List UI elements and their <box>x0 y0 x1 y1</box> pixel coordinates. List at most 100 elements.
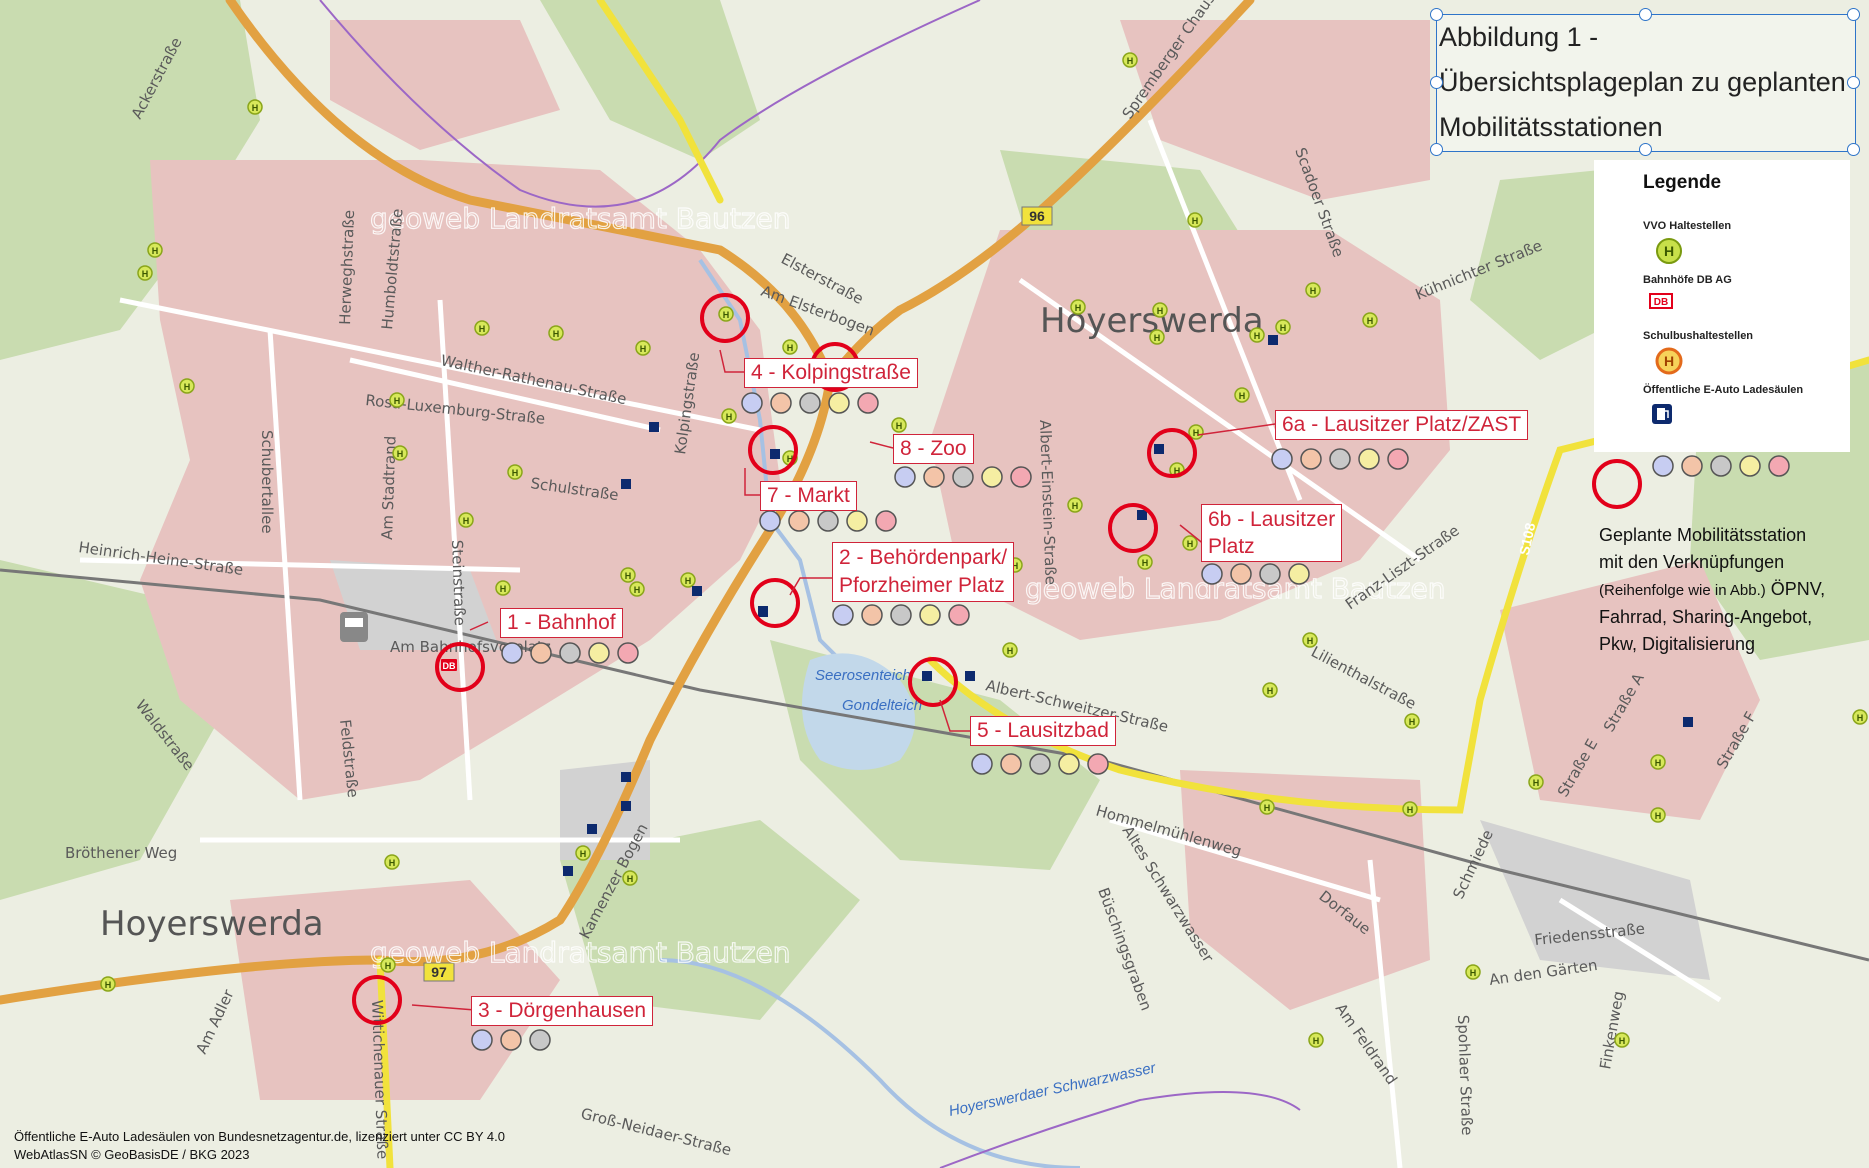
svg-text:H: H <box>1664 243 1674 259</box>
connection-dot <box>1710 455 1732 477</box>
connection-dot <box>1271 448 1293 470</box>
vvo-stop-icon: H <box>680 572 696 588</box>
vvo-stop-icon: H <box>147 242 163 258</box>
vvo-stop-icon: H <box>247 99 263 115</box>
resize-handle[interactable] <box>1430 76 1443 89</box>
district-boundary-south <box>939 1091 1301 1168</box>
attribution-line: Öffentliche E-Auto Ladesäulen von Bundes… <box>14 1129 505 1144</box>
figure-title-box[interactable]: Abbildung 1 - Übersichtsplageplan zu gep… <box>1430 8 1860 156</box>
station-label-lausitzbad[interactable]: 5 - Lausitzbad <box>970 716 1116 746</box>
resize-handle[interactable] <box>1639 8 1652 21</box>
vvo-stop-icon: H <box>1182 535 1198 551</box>
vvo-stop-icon: H <box>507 464 523 480</box>
figure-title: Abbildung 1 - Übersichtsplageplan zu gep… <box>1437 15 1846 150</box>
legend-label-vvo: VVO Haltestellen <box>1643 220 1732 232</box>
connection-dot <box>788 510 810 532</box>
vvo-stop-icon: H <box>782 339 798 355</box>
connection-dot <box>500 1029 522 1051</box>
vvo-stop-icon: H <box>629 581 645 597</box>
connection-dot <box>1010 466 1032 488</box>
street-label: Steinstraße <box>448 540 469 627</box>
svg-text:H: H <box>1409 717 1416 727</box>
charging-station-icon <box>587 824 597 834</box>
station-label-lausitzer-platz[interactable]: 6b - Lausitzer Platz <box>1201 504 1343 562</box>
street-label: Spohlaer Straße <box>1454 1015 1476 1136</box>
street-label: Schubertallee <box>258 430 276 534</box>
connection-dot <box>948 604 970 626</box>
vvo-stop-icon: H <box>1249 327 1265 343</box>
connection-dot <box>828 392 850 414</box>
svg-text:H: H <box>896 421 903 431</box>
connection-dot <box>875 510 897 532</box>
station-label-bahnhof[interactable]: 1 - Bahnhof <box>500 608 623 638</box>
charging-station-markers <box>563 335 1693 876</box>
resize-handle[interactable] <box>1639 143 1652 156</box>
connection-dot <box>770 392 792 414</box>
connection-dot <box>857 392 879 414</box>
vvo-stop-icon: H <box>1302 632 1318 648</box>
station-label-lausitzer-platz-zast[interactable]: 6a - Lausitzer Platz/ZAST <box>1275 410 1529 440</box>
svg-text:H: H <box>252 103 259 113</box>
vvo-stop-icon: H <box>1067 497 1083 513</box>
station-label-behoerdenpark[interactable]: 2 - Behördenpark/ Pforzheimer Platz <box>832 542 1015 602</box>
vvo-stop-icon: H <box>718 306 734 322</box>
charging-station-icon <box>563 866 573 876</box>
station-legend-line: Geplante Mobilitätsstation <box>1599 525 1807 545</box>
vvo-stop-icon: H <box>1465 964 1481 980</box>
connection-dot <box>923 466 945 488</box>
connection-dot <box>559 642 581 664</box>
svg-text:H: H <box>1192 216 1199 226</box>
resize-handle[interactable] <box>1847 8 1860 21</box>
svg-text:H: H <box>1072 501 1079 511</box>
svg-text:H: H <box>580 849 587 859</box>
connection-dot <box>981 466 1003 488</box>
svg-text:H: H <box>1142 558 1149 568</box>
station-label-zoo[interactable]: 8 - Zoo <box>893 434 974 464</box>
svg-text:H: H <box>787 343 794 353</box>
resize-handle[interactable] <box>1847 76 1860 89</box>
vvo-stop-icon: H <box>1149 329 1165 345</box>
svg-text:H: H <box>1280 323 1287 333</box>
svg-text:H: H <box>1127 56 1134 66</box>
vvo-stop-icon: H <box>1305 282 1321 298</box>
charging-station-icon <box>965 671 975 681</box>
svg-text:H: H <box>640 344 647 354</box>
watermark-label: geoweb Landratsamt Bautzen <box>370 202 791 235</box>
connection-dot <box>817 510 839 532</box>
connection-dot <box>1387 448 1409 470</box>
svg-text:H: H <box>1313 1036 1320 1046</box>
street-label: Herweghstraße <box>336 210 358 325</box>
vvo-stop-icon: H <box>1852 709 1868 725</box>
svg-text:H: H <box>1012 561 1019 571</box>
resize-handle[interactable] <box>1430 143 1443 156</box>
figure-title-line-3: Mobilitätsstationen <box>1439 112 1663 142</box>
vvo-stop-icon: H <box>384 854 400 870</box>
vvo-stop-icon: H <box>1402 801 1418 817</box>
svg-text:H: H <box>787 454 794 464</box>
charging-station-icon <box>649 422 659 432</box>
station-label-doergenhausen[interactable]: 3 - Dörgenhausen <box>471 996 654 1026</box>
connection-dot <box>1768 455 1790 477</box>
vvo-stop-icon: H <box>1362 312 1378 328</box>
svg-text:H: H <box>500 584 507 594</box>
vvo-stop-icon: H <box>1262 682 1278 698</box>
charging-station-icon <box>1652 404 1672 424</box>
vvo-stop-icon: H <box>622 870 638 886</box>
svg-text:H: H <box>142 269 149 279</box>
db-logo-icon: DB <box>1649 293 1673 309</box>
svg-text:H: H <box>634 585 641 595</box>
connection-dot <box>1087 753 1109 775</box>
charging-station-icon <box>1154 444 1164 454</box>
resize-handle[interactable] <box>1847 143 1860 156</box>
connection-dot <box>890 604 912 626</box>
connection-dot <box>1329 448 1351 470</box>
vvo-stop-icon: H <box>1308 1032 1324 1048</box>
road-number-s108: S108 <box>1516 521 1538 557</box>
connection-dot <box>1358 448 1380 470</box>
vvo-stop-icon: H <box>1002 642 1018 658</box>
vvo-stop-icon: H <box>1152 302 1168 318</box>
resize-handle[interactable] <box>1430 8 1443 21</box>
station-label-markt[interactable]: 7 - Markt <box>760 481 857 511</box>
water-label: Gondelteich <box>842 697 922 714</box>
station-label-kolpingstrasse[interactable]: 4 - Kolpingstraße <box>744 358 918 388</box>
